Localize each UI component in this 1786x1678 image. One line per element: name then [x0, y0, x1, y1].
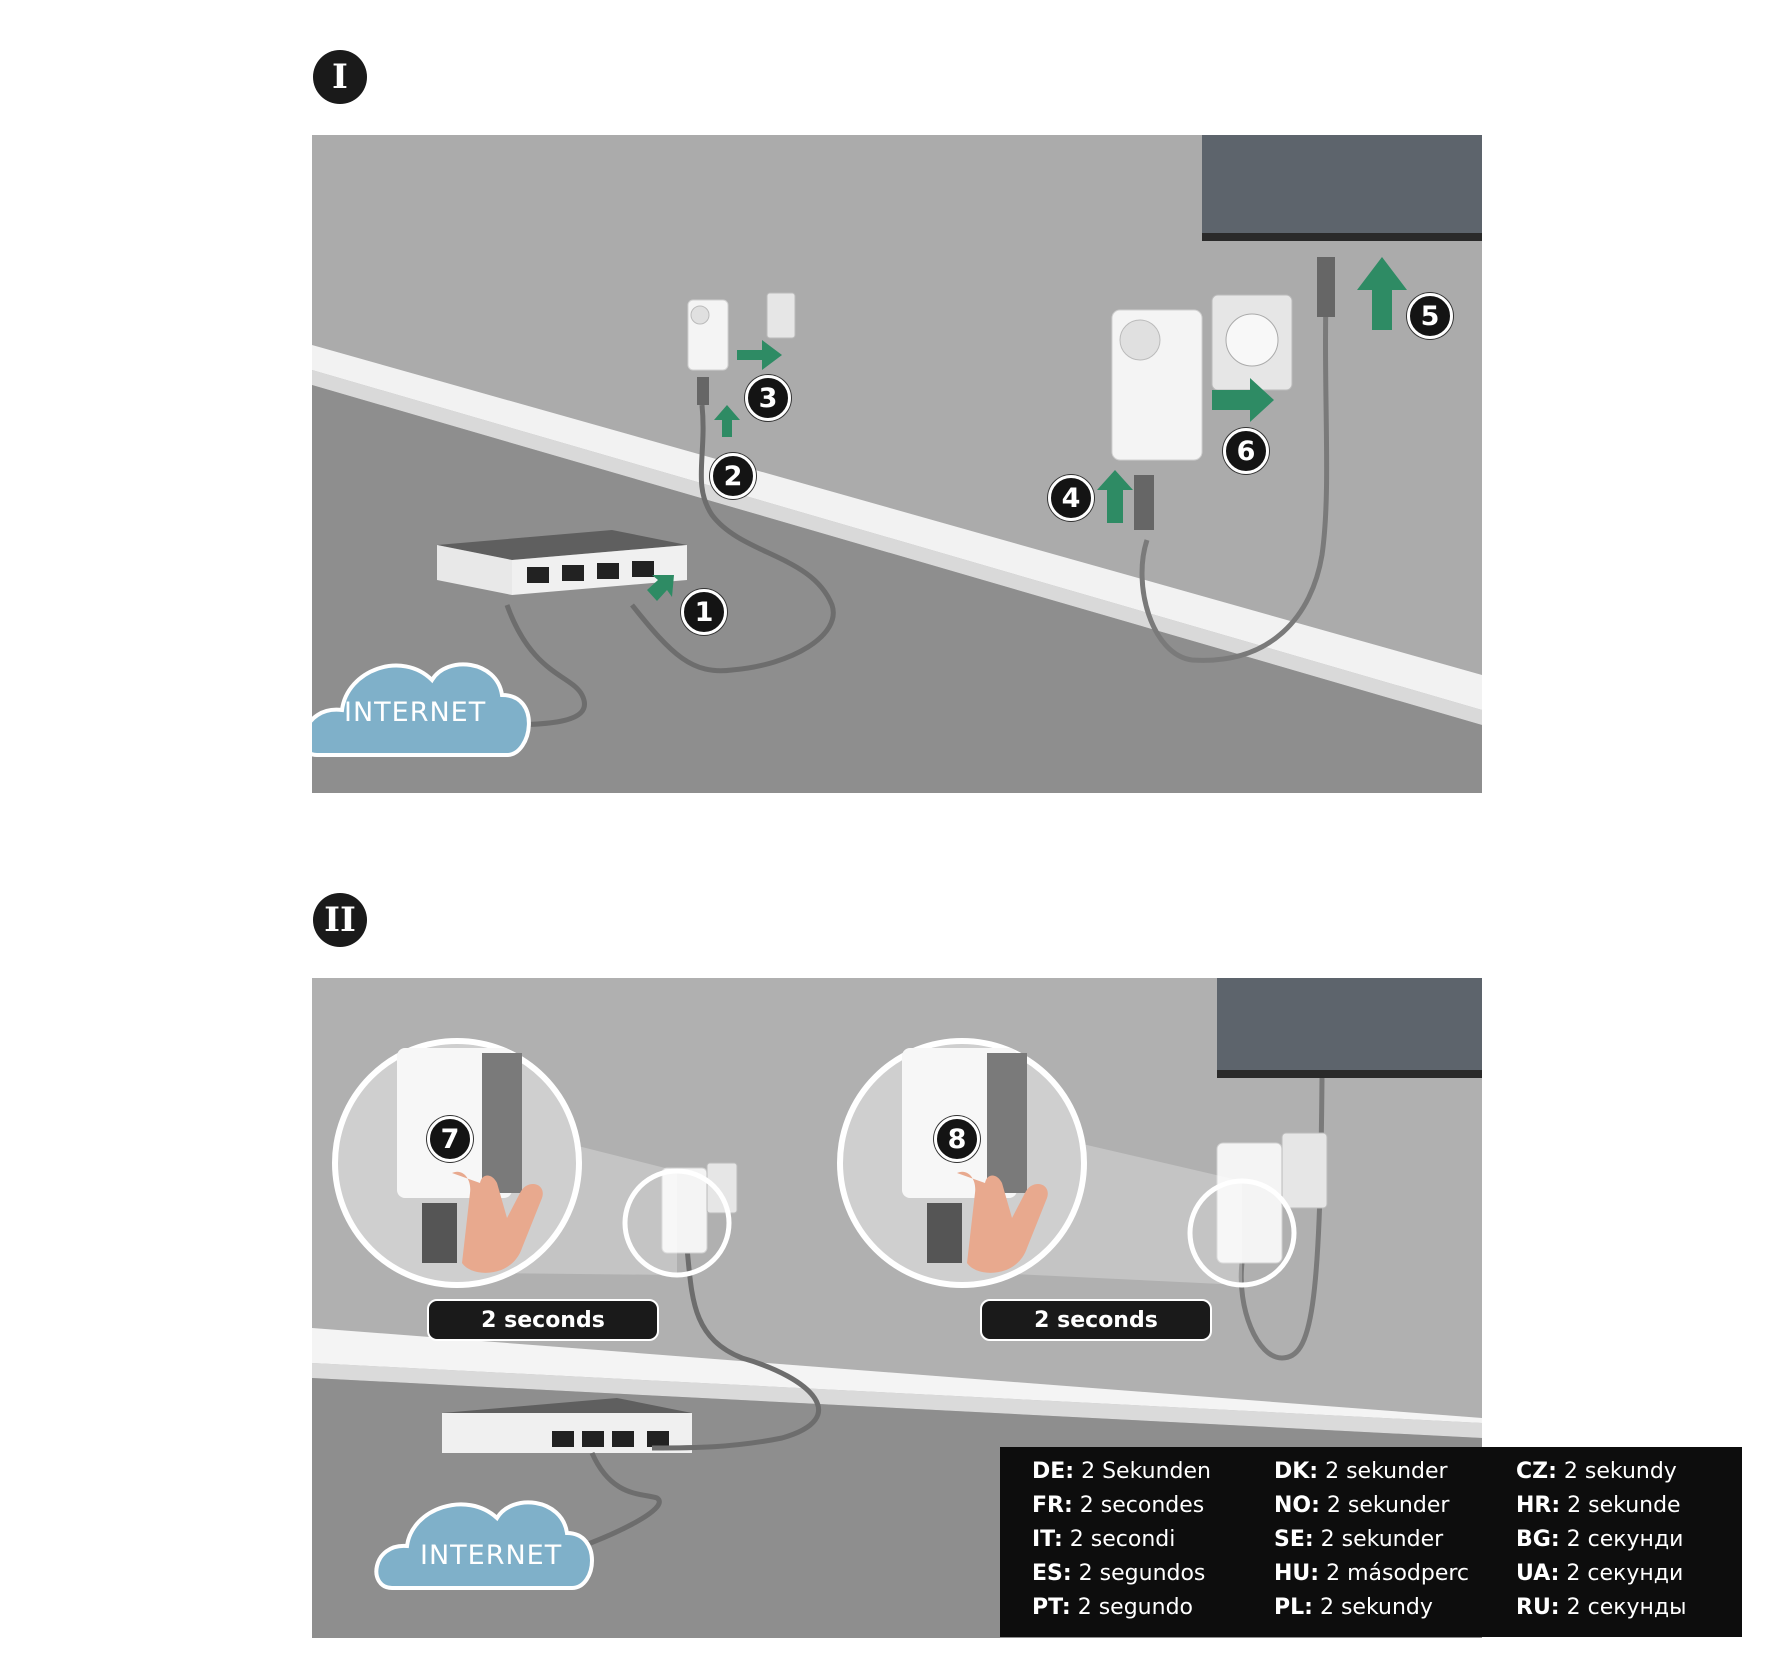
step-badge-2: 2 [710, 453, 756, 499]
lang-code: NO: [1274, 1493, 1320, 1518]
lang-text: 2 segundo [1078, 1595, 1193, 1620]
lang-code: RU: [1516, 1595, 1560, 1620]
step-badge-8: 8 [934, 1116, 980, 1162]
lang-text: 2 sekunder [1321, 1527, 1443, 1552]
translation-dk: DK: 2 sekunder [1274, 1459, 1516, 1493]
lang-text: 2 secondes [1080, 1493, 1204, 1518]
translation-no: NO: 2 sekunder [1274, 1493, 1516, 1527]
scene-1 [312, 135, 1482, 793]
translation-bg: BG: 2 секунди [1516, 1527, 1758, 1561]
lang-code: HU: [1274, 1561, 1319, 1586]
lang-code: FR: [1032, 1493, 1073, 1518]
lang-code: DE: [1032, 1459, 1074, 1484]
tv-screen [1217, 978, 1482, 1073]
lang-text: 2 sekunder [1327, 1493, 1449, 1518]
section-numeral: II [324, 900, 356, 940]
lang-code: UA: [1516, 1561, 1559, 1586]
translation-de: DE: 2 Sekunden [1032, 1459, 1274, 1493]
lang-text: 2 secondi [1070, 1527, 1176, 1552]
tv-screen [1202, 135, 1482, 240]
step-badge-7: 7 [427, 1116, 473, 1162]
translation-hr: HR: 2 sekunde [1516, 1493, 1758, 1527]
translation-es: ES: 2 segundos [1032, 1561, 1274, 1595]
lang-code: IT: [1032, 1527, 1063, 1552]
step-badge-6: 6 [1223, 428, 1269, 474]
step-badge-4: 4 [1048, 475, 1094, 521]
seconds-label-2: 2 seconds [980, 1299, 1212, 1341]
section-numeral: I [332, 57, 348, 97]
translations-box: DE: 2 Sekunden DK: 2 sekunder CZ: 2 seku… [1000, 1447, 1742, 1637]
lang-code: ES: [1032, 1561, 1072, 1586]
section-badge-1: I [313, 50, 367, 104]
lang-text: 2 sekundy [1564, 1459, 1677, 1484]
lang-text: 2 Sekunden [1081, 1459, 1211, 1484]
seconds-label-1: 2 seconds [427, 1299, 659, 1341]
lang-code: BG: [1516, 1527, 1560, 1552]
lang-text: 2 másodperc [1326, 1561, 1469, 1586]
step-badge-1: 1 [681, 589, 727, 635]
internet-label: INTERNET [420, 1540, 562, 1571]
lang-text: 2 секунды [1567, 1595, 1687, 1620]
translation-pt: PT: 2 segundo [1032, 1595, 1274, 1629]
translation-pl: PL: 2 sekundy [1274, 1595, 1516, 1629]
step-badge-3: 3 [745, 375, 791, 421]
lang-code: DK: [1274, 1459, 1318, 1484]
lang-text: 2 секунди [1567, 1527, 1684, 1552]
lang-text: 2 sekunde [1567, 1493, 1680, 1518]
lang-text: 2 секунди [1566, 1561, 1683, 1586]
lang-text: 2 segundos [1079, 1561, 1206, 1586]
translation-fr: FR: 2 secondes [1032, 1493, 1274, 1527]
lang-code: SE: [1274, 1527, 1314, 1552]
lang-text: 2 sekunder [1325, 1459, 1447, 1484]
translation-ru: RU: 2 секунды [1516, 1595, 1758, 1629]
panel-1-illustration [312, 135, 1482, 793]
translation-ua: UA: 2 секунди [1516, 1561, 1758, 1595]
translation-se: SE: 2 sekunder [1274, 1527, 1516, 1561]
lang-text: 2 sekundy [1320, 1595, 1433, 1620]
translation-hu: HU: 2 másodperc [1274, 1561, 1516, 1595]
lang-code: PT: [1032, 1595, 1071, 1620]
lang-code: CZ: [1516, 1459, 1557, 1484]
lang-code: PL: [1274, 1595, 1313, 1620]
lang-code: HR: [1516, 1493, 1560, 1518]
step-badge-5: 5 [1407, 293, 1453, 339]
translation-it: IT: 2 secondi [1032, 1527, 1274, 1561]
translation-cz: CZ: 2 sekundy [1516, 1459, 1758, 1493]
section-badge-2: II [313, 893, 367, 947]
internet-label: INTERNET [344, 697, 486, 728]
